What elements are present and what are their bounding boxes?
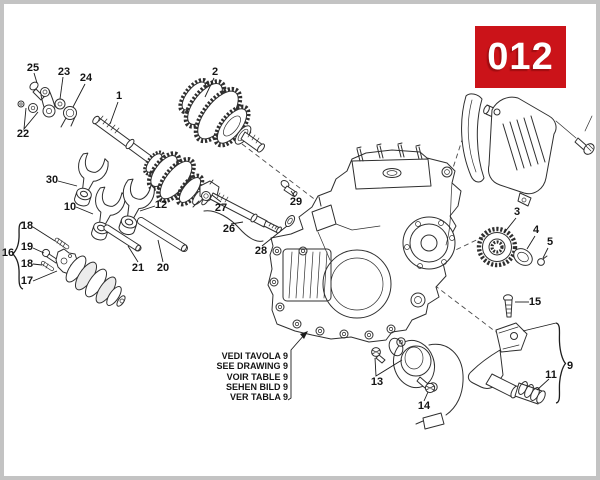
part-number-label: 30 [45,174,59,186]
part-number-label: 3 [513,206,521,218]
part-number-label: 15 [528,296,542,308]
note-line: VOIR TABLE 9 [226,371,288,382]
part-number-label: 9 [566,360,574,372]
sprocket-cover-group [461,93,595,207]
part-number-label: 5 [546,236,554,248]
leader-lines [23,72,550,402]
part-number-label: 28 [254,245,268,257]
main-shaft-assembly [92,115,209,207]
part-number-label: 25 [26,62,40,74]
part-number-label: 19 [20,241,34,253]
part-number-label: 4 [532,224,540,236]
part-number-label: 14 [417,400,431,412]
part-number-label: 27 [214,202,228,214]
part-number-label: 16 [1,247,15,259]
note-line: SEHEN BILD 9 [225,381,288,392]
part-number-label: 13 [370,376,384,388]
note-line: VER TABLA 9 [229,392,288,403]
fork-rails [103,217,188,252]
note-line: SEE DRAWING 9 [216,361,288,372]
sprocket-group [476,226,548,268]
part-number-label: 18 [20,258,34,270]
note-bracket [287,331,308,401]
part-number-label: 23 [57,66,71,78]
neutral-switch-group [371,337,464,430]
part-number-label: 1 [115,90,123,102]
gearchange-shaft-group [192,179,298,242]
part-number-label: 2 [211,66,219,78]
part-number-label: 21 [131,262,145,274]
countershaft-gear-cluster [178,77,266,153]
part-number-label: 17 [20,275,34,287]
part-number-label: 10 [63,201,77,213]
shift-drum-group [41,237,126,307]
part-number-label: 20 [156,262,170,274]
gear-lever-group [467,294,546,405]
part-number-label: 12 [154,199,168,211]
part-number-label: 22 [16,128,30,140]
part-number-label: 18 [20,220,34,232]
note-line: VEDI TAVOLA 9 [221,351,288,361]
group-brackets [12,221,567,404]
part-number-label: 24 [79,72,93,84]
table-number-badge: 012 [475,26,566,88]
selector-lever-hardware [17,81,77,128]
part-number-label: 26 [222,223,236,235]
crankcase [267,142,462,343]
part-number-label: 29 [289,196,303,208]
part-number-label: 11 [545,369,557,381]
